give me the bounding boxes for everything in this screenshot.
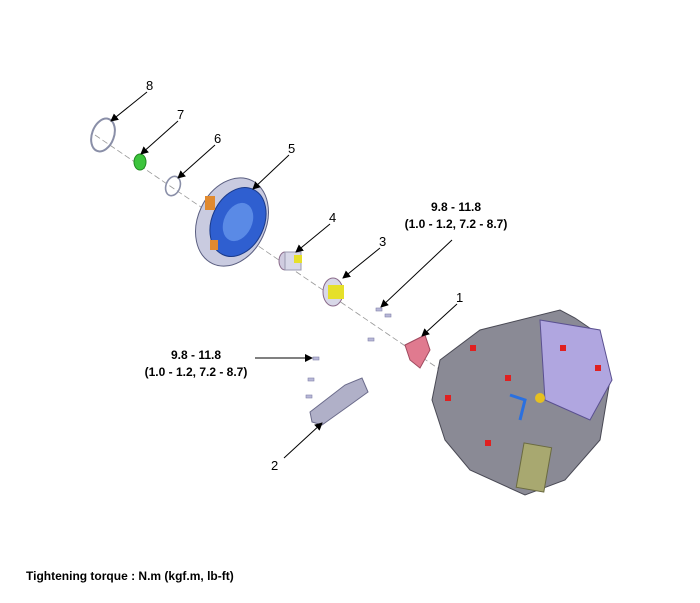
callout-3: 3	[379, 234, 387, 249]
callout-6: 6	[214, 131, 222, 146]
part-6-ring	[164, 175, 182, 197]
torque-range-alt: (1.0 - 1.2, 7.2 - 8.7)	[144, 365, 248, 379]
part-4-release-bearing	[278, 251, 302, 271]
torque-range-nm: 9.8 - 11.8	[170, 348, 222, 362]
callout-4: 4	[329, 210, 337, 225]
torque-range-alt: (1.0 - 1.2, 7.2 - 8.7)	[404, 217, 508, 231]
transmission-housing	[431, 309, 613, 496]
callout-8: 8	[146, 78, 154, 93]
callout-7: 7	[177, 107, 185, 122]
callout-1: 1	[456, 290, 464, 305]
torque-range-nm: 9.8 - 11.8	[430, 200, 482, 214]
part-3-bearing	[322, 277, 344, 307]
torque-units-caption: Tightening torque : N.m (kgf.m, lb-ft)	[26, 569, 234, 583]
part-7-green-clip	[133, 153, 147, 171]
part-5-clutch-assembly	[195, 177, 269, 267]
bolts	[305, 307, 392, 399]
part-2-release-fork	[309, 377, 369, 426]
part-1-pivot-bracket	[404, 334, 431, 369]
part-8-ring	[90, 117, 116, 153]
callout-5: 5	[288, 141, 296, 156]
torque-label-lower: 9.8 - 11.8 (1.0 - 1.2, 7.2 - 8.7)	[136, 347, 256, 381]
leader-lines	[110, 91, 458, 459]
torque-label-upper: 9.8 - 11.8 (1.0 - 1.2, 7.2 - 8.7)	[396, 199, 516, 233]
callout-2: 2	[271, 458, 279, 473]
